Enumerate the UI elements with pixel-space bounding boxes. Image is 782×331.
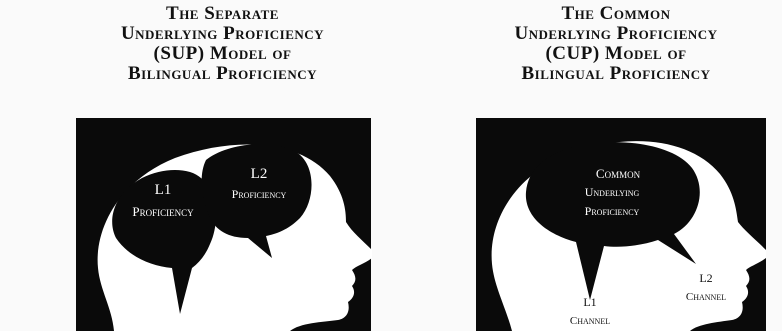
- sup-title-line-2: Underlying Proficiency: [120, 23, 325, 44]
- cup-common-label-line-2: Underlying: [585, 185, 640, 199]
- sup-model-panel: The Separate Underlying Proficiency (SUP…: [40, 4, 405, 331]
- cup-common-bubble: [525, 142, 700, 300]
- sup-head-illustration: L1 Proficiency L2 Proficiency: [76, 118, 372, 331]
- cup-title-line-4: Bilingual Proficiency: [521, 63, 711, 84]
- sup-title-line-1: The Separate: [166, 3, 279, 24]
- cup-title-line-1: The Common: [561, 3, 671, 24]
- sup-title-line-3: (SUP) Model of: [153, 43, 292, 64]
- sup-l1-bubble: [112, 170, 216, 314]
- cup-l1-channel-line-1: L1: [583, 295, 596, 309]
- cup-l2-channel-line-1: L2: [699, 271, 712, 285]
- cup-model-panel: The Common Underlying Proficiency (CUP) …: [440, 0, 782, 331]
- sup-model-title: The Separate Underlying Proficiency (SUP…: [40, 4, 405, 84]
- cup-l2-channel-line-2: Channel: [686, 291, 726, 303]
- sup-l2-label-line-2: Proficiency: [232, 187, 287, 201]
- cup-title-line-3: (CUP) Model of: [545, 43, 687, 64]
- sup-title-line-4: Bilingual Proficiency: [127, 63, 318, 84]
- cup-l1-channel-line-2: Channel: [570, 315, 610, 327]
- sup-l1-label-line-1: L1: [155, 182, 172, 198]
- sup-l2-bubble: [201, 144, 312, 258]
- sup-l1-label-line-2: Proficiency: [132, 204, 194, 219]
- cup-title-line-2: Underlying Proficiency: [514, 23, 718, 44]
- cup-common-label-line-3: Proficiency: [585, 204, 640, 218]
- cup-model-title: The Common Underlying Proficiency (CUP) …: [450, 4, 782, 84]
- cup-common-label-line-1: Common: [596, 166, 641, 181]
- sup-l2-label-line-1: L2: [251, 166, 268, 182]
- cup-head-illustration: Common Underlying Proficiency L1 Channel…: [476, 118, 766, 331]
